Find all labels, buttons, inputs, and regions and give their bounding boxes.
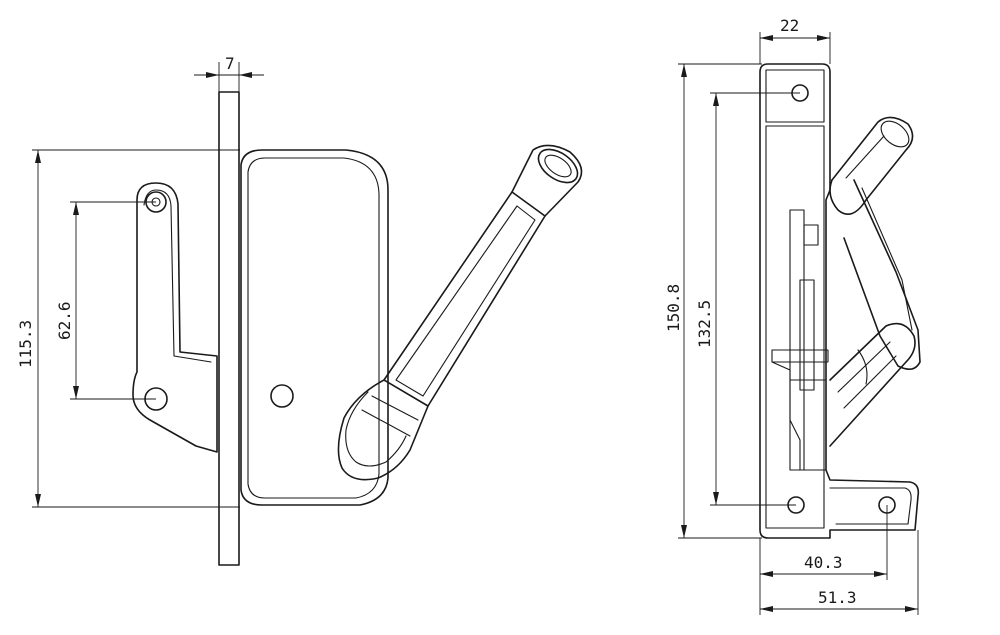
dim-right-base-outer: 51.3 bbox=[760, 530, 919, 615]
dim-left-hole-spacing: 62.6 bbox=[55, 201, 156, 400]
dim-right-width: 22 bbox=[759, 16, 831, 64]
dim-text-left-height: 115.3 bbox=[16, 320, 35, 368]
dim-text-right-base-outer: 51.3 bbox=[818, 588, 857, 607]
right-crank-arm bbox=[829, 116, 921, 447]
right-internal-mechanism bbox=[771, 209, 829, 471]
dim-text-right-base-inner: 40.3 bbox=[804, 553, 843, 572]
dim-left-height: 115.3 bbox=[16, 149, 240, 508]
left-housing-body bbox=[240, 149, 389, 506]
left-link-arm bbox=[132, 182, 218, 453]
dim-text-left-thickness: 7 bbox=[225, 54, 235, 73]
dim-right-hole-spacing: 132.5 bbox=[695, 92, 800, 506]
dim-right-base-inner: 40.3 bbox=[759, 505, 888, 615]
left-crank-handle bbox=[337, 144, 583, 481]
left-housing-hole bbox=[270, 384, 294, 408]
dim-right-height: 150.8 bbox=[664, 63, 762, 539]
left-mounting-plate bbox=[218, 91, 240, 566]
right-main-frame bbox=[759, 63, 920, 539]
dim-text-left-hole-spacing: 62.6 bbox=[55, 301, 74, 340]
dim-left-thickness: 7 bbox=[194, 54, 264, 92]
right-front-view: 22 150.8 132.5 40.3 bbox=[664, 16, 921, 615]
left-side-view: 7 115.3 62.6 bbox=[16, 54, 583, 566]
dim-text-right-width: 22 bbox=[780, 16, 799, 35]
dim-text-right-height: 150.8 bbox=[664, 284, 683, 332]
dim-text-right-hole-spacing: 132.5 bbox=[695, 300, 714, 348]
